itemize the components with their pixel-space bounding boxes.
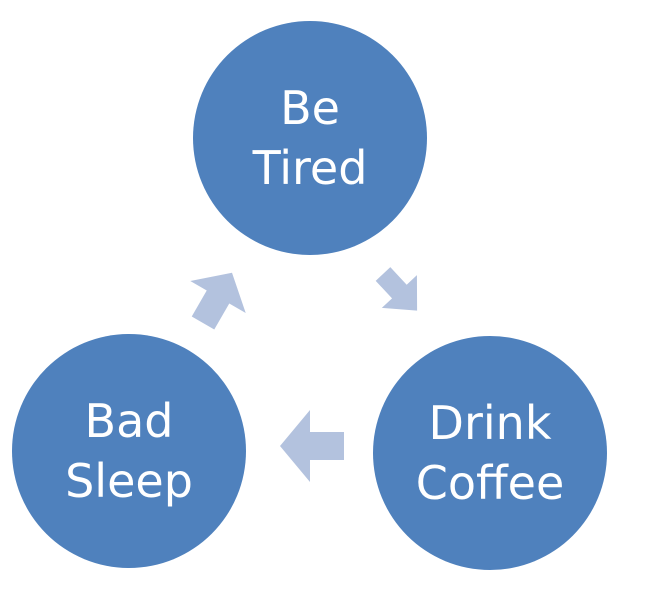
node-drink-coffee-line1: Drink xyxy=(428,396,552,450)
node-bad-sleep-line1: Bad xyxy=(84,394,174,448)
node-be-tired-line1: Be xyxy=(280,81,340,135)
node-drink-coffee-line2: Coffee xyxy=(415,456,565,510)
arrow-left-to-top xyxy=(190,272,246,330)
node-drink-coffee: Drink Coffee xyxy=(373,336,607,570)
node-be-tired-line2: Tired xyxy=(252,141,368,195)
node-bad-sleep: Bad Sleep xyxy=(12,334,246,568)
node-bad-sleep-line2: Sleep xyxy=(65,454,193,508)
node-be-tired: Be Tired xyxy=(193,21,427,255)
arrow-right-to-left xyxy=(280,410,344,482)
arrow-top-to-right xyxy=(375,267,418,311)
